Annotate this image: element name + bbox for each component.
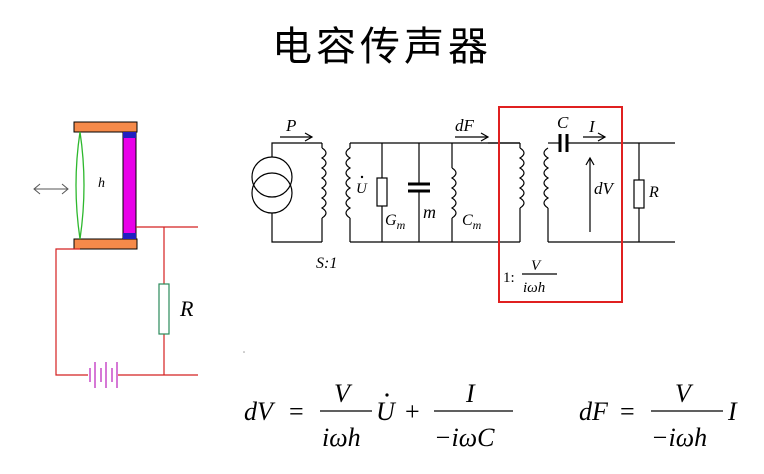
dv-label: dV [594, 179, 616, 198]
microphone-sketch: h R [33, 121, 245, 388]
bottom-plate [73, 238, 138, 250]
ratio-label: S:1 [316, 255, 337, 272]
equation-df: dF = V −iωh I [579, 379, 738, 452]
transformer2-secondary [543, 147, 550, 209]
eq2-lhs: dF [579, 397, 609, 426]
load-label: R [648, 184, 659, 201]
eq1-frac2-num: I [465, 379, 476, 408]
left-resistor [158, 283, 170, 335]
df-arrowhead [480, 132, 490, 142]
voltage-label: U [356, 181, 368, 197]
ratio2-den: iωh [523, 280, 545, 296]
cm-label: Cm [462, 212, 482, 232]
transformer1-primary [320, 147, 327, 219]
page-title: 电容传声器 [272, 24, 492, 70]
eq1-frac1-den: iωh [322, 423, 361, 452]
cap-label: C [557, 113, 569, 132]
source-top-wire [271, 142, 322, 157]
ratio2-prefix: 1: [503, 270, 515, 286]
battery-icon [89, 362, 118, 388]
eq2-i: I [727, 397, 738, 426]
transformer1-secondary [345, 147, 352, 219]
source-circle-2 [251, 172, 293, 214]
top-plate [73, 121, 138, 133]
wiring [55, 226, 198, 376]
gm-label: Gm [385, 212, 406, 232]
eq1-equals: = [289, 397, 304, 426]
cm-inductor [450, 167, 457, 219]
eq1-u: U [376, 397, 397, 426]
vibration-arrow-icon [33, 183, 69, 195]
i-arrowhead [597, 132, 607, 142]
eq1-plus: + [405, 397, 420, 426]
eq1-frac2-den: −iωC [434, 423, 495, 452]
eq2-frac-num: V [675, 379, 694, 408]
equivalent-circuit [251, 106, 675, 303]
source-label: P [285, 116, 296, 135]
gap-label: h [98, 176, 105, 191]
backplate [122, 131, 137, 240]
dv-arrowhead [585, 156, 595, 166]
p-arrowhead [304, 132, 314, 142]
load-resistor [633, 179, 645, 209]
eq1-lhs: dV [244, 397, 276, 426]
backplate-cap-top [123, 132, 136, 138]
eq2-equals: = [620, 397, 635, 426]
source-circle-1 [251, 156, 293, 198]
left-resistor-label: R [179, 296, 194, 321]
mass-label: m [423, 202, 436, 222]
highlight-box [498, 106, 623, 303]
eq2-frac-den: −iωh [651, 423, 707, 452]
current-label: I [588, 117, 596, 136]
source-bottom-wire [271, 213, 322, 243]
eq1-u-dot [385, 393, 389, 397]
diaphragm [75, 131, 85, 240]
transformer2-primary [518, 147, 525, 209]
voltage-dot [360, 175, 364, 179]
ratio2-num: V [531, 258, 542, 274]
eq1-frac1-num: V [334, 379, 353, 408]
gm-resistor [376, 177, 388, 207]
equation-dv: dV = V iωh U + I −iωC [244, 379, 513, 452]
force-label: dF [455, 116, 475, 135]
stray-dot [243, 351, 245, 353]
backplate-cap-bottom [123, 233, 136, 239]
